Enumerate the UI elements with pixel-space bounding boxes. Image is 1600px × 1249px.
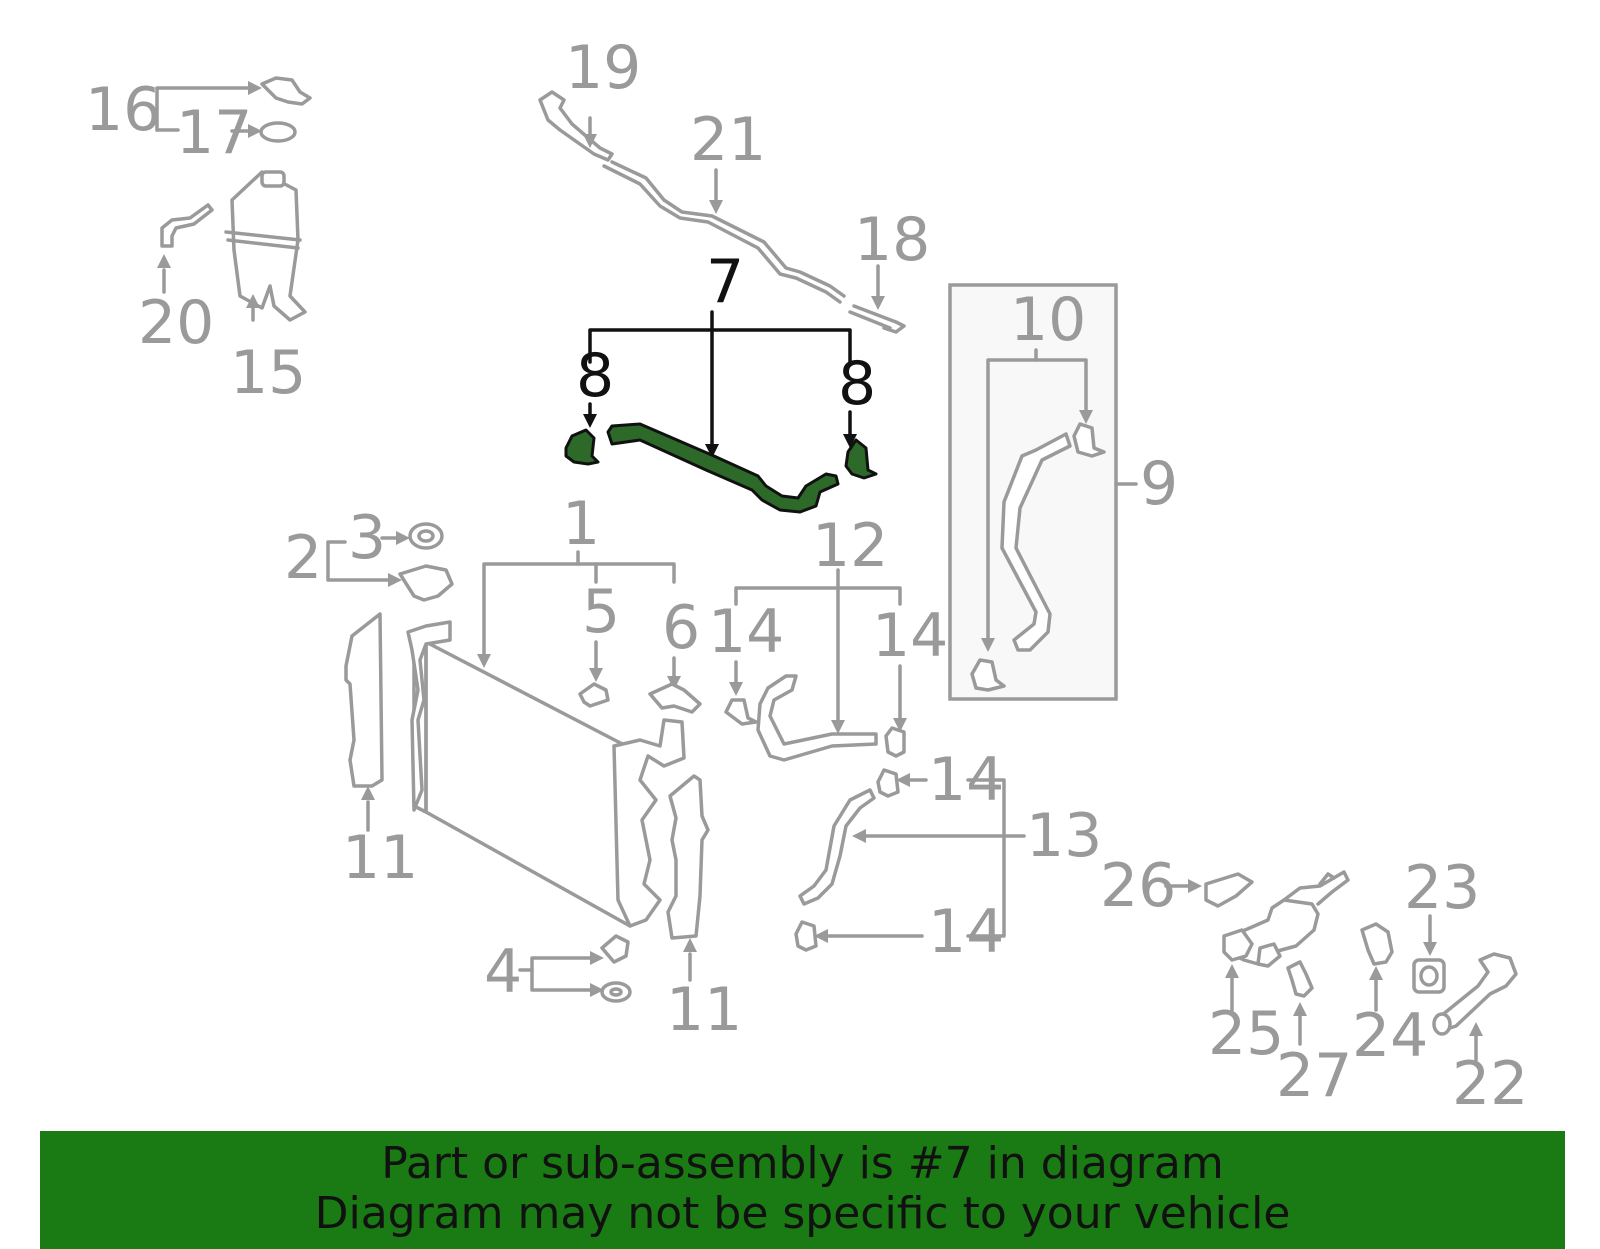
thermostat-housing-group: 26 25 27 24 23 22 (1100, 851, 1528, 1119)
callout-11-right: 11 (666, 975, 742, 1045)
clamp-8-right (844, 438, 878, 480)
callout-2: 2 (284, 523, 322, 593)
callout-9: 9 (1140, 449, 1178, 519)
clamp-8-left (564, 428, 600, 466)
callout-17: 17 (176, 98, 252, 168)
callout-16: 16 (85, 75, 161, 145)
callout-15: 15 (230, 338, 306, 408)
callout-26: 26 (1100, 851, 1176, 921)
callout-5: 5 (582, 577, 620, 647)
banner-line-2: Diagram may not be specific to your vehi… (314, 1188, 1291, 1239)
callout-23: 23 (1404, 853, 1480, 923)
air-baffles-group: 11 11 (342, 612, 742, 1045)
callout-21: 21 (690, 105, 766, 175)
callout-4: 4 (484, 937, 522, 1007)
callout-8-right: 8 (838, 349, 876, 419)
callout-14-a: 14 (708, 597, 784, 667)
callout-6: 6 (662, 593, 700, 663)
overflow-pipe-group: 19 21 18 (538, 33, 930, 334)
callout-10: 10 (1010, 285, 1086, 355)
bracket-group: 2 3 (284, 503, 454, 602)
callout-22: 22 (1452, 1049, 1528, 1119)
bypass-hose-group: 14 13 14 (794, 745, 1102, 967)
radiator-group: 1 5 6 (406, 489, 702, 928)
callout-18: 18 (854, 205, 930, 275)
upper-hose-box-group: 9 10 (948, 283, 1178, 701)
callout-25: 25 (1208, 999, 1284, 1069)
hose-7-highlight (606, 422, 840, 514)
lower-hose-group: 12 14 14 (708, 511, 948, 762)
callout-8-left: 8 (576, 341, 614, 411)
callout-27: 27 (1276, 1041, 1352, 1111)
banner-line-1: Part or sub-assembly is #7 in diagram (381, 1138, 1224, 1189)
callout-13: 13 (1026, 801, 1102, 871)
callout-20: 20 (138, 288, 214, 358)
callout-11-left: 11 (342, 823, 418, 893)
callout-14-b: 14 (872, 601, 948, 671)
callout-19: 19 (565, 33, 641, 103)
highlighted-hose-group: 7 8 8 (564, 247, 878, 514)
reservoir-cap-group: 16 17 (85, 75, 312, 168)
callout-14-d: 14 (928, 897, 1004, 967)
callout-24: 24 (1352, 1001, 1428, 1071)
callout-7: 7 (706, 247, 744, 317)
callout-3: 3 (348, 503, 386, 573)
callout-12: 12 (812, 511, 888, 581)
mount-cushion-group: 4 (484, 934, 632, 1007)
info-banner: Part or sub-assembly is #7 in diagram Di… (40, 1131, 1565, 1249)
callout-1: 1 (562, 489, 600, 559)
coolant-reservoir-group: 15 20 (138, 170, 307, 408)
